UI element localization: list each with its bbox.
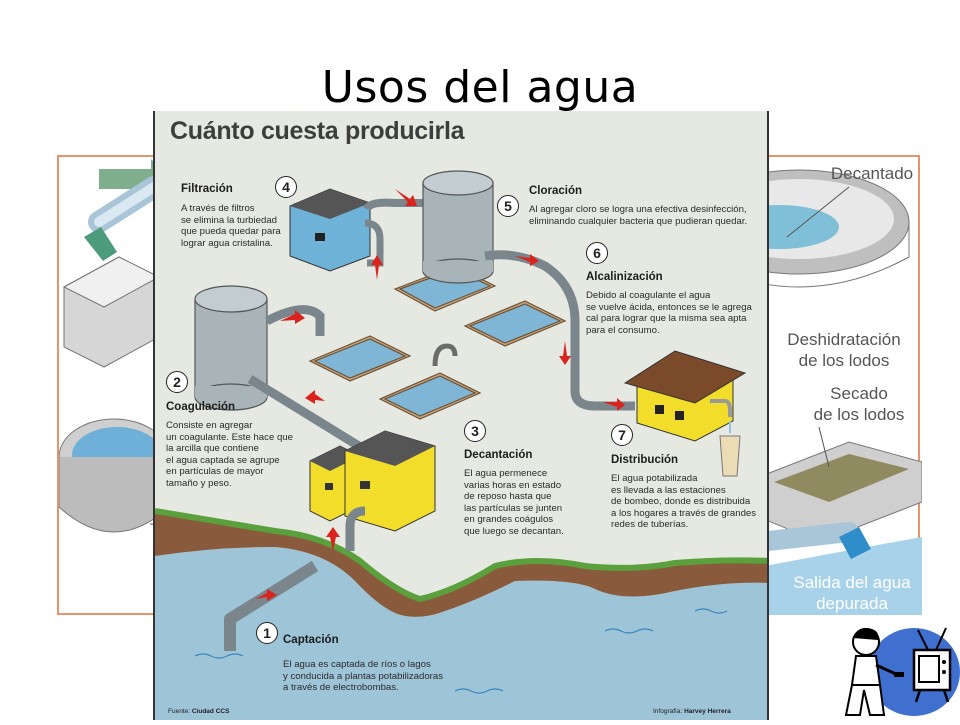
step-desc-cloracion: Al agregar cloro se logra una efectiva d…	[529, 204, 748, 227]
step-number-5: 5	[497, 195, 519, 217]
credit-author-value: Harvey Herrera	[684, 708, 731, 715]
step-title-coagulacion: Coagulación	[166, 401, 236, 413]
step-desc-alcalinizacion: Debido al coagulante el agua se vuelve á…	[586, 290, 752, 336]
credit-source: Fuente: Ciudad CCS	[168, 708, 229, 715]
step-number-4: 4	[275, 176, 297, 198]
label-secado: Secado de los lodos	[813, 384, 905, 424]
step-title-filtracion: Filtración	[181, 183, 233, 195]
step-desc-distribucion: El agua potabilizada es llevada a las es…	[611, 473, 757, 531]
step-number-6: 6	[586, 242, 608, 264]
step-title-cloracion: Cloración	[529, 185, 583, 197]
step-desc-decantacion: El agua permenece varias horas en estado…	[464, 468, 564, 537]
slide-title: Usos del agua	[321, 62, 639, 113]
label-deshidratacion: Deshidratación de los lodos	[787, 330, 901, 370]
infographic-illustration	[155, 170, 767, 720]
green-down-arrow-icon	[84, 227, 117, 261]
step-desc-coagulacion: Consiste en agregar un coagulante. Este …	[166, 420, 293, 489]
label-salida: Salida del agua depurada	[793, 573, 911, 613]
arrow-icon	[255, 189, 625, 601]
step-number-2: 2	[166, 371, 188, 393]
blue-outflow-arrow-icon	[839, 527, 871, 559]
step-title-distribucion: Distribución	[611, 454, 679, 466]
infographic: Cuánto cuesta producirla 1 Captación El …	[153, 111, 769, 720]
infographic-title: Cuánto cuesta producirla	[170, 117, 465, 145]
credit-author-label: Infografía:	[653, 708, 683, 715]
step-desc-captacion: El agua es captada de ríos o lagos y con…	[283, 659, 444, 694]
step-desc-filtracion: A través de filtros se elimina la turbie…	[181, 203, 281, 249]
step-number-7: 7	[611, 424, 633, 446]
step-title-captacion: Captación	[283, 634, 339, 646]
credit-source-value: Ciudad CCS	[191, 708, 230, 715]
step-number-1: 1	[256, 622, 278, 644]
cartoon-man-tv-icon	[836, 620, 960, 720]
step-title-alcalinizacion: Alcalinización	[586, 271, 663, 283]
step-number-3: 3	[464, 420, 486, 442]
label-decantado: Decantado	[830, 164, 914, 183]
credit-source-label: Fuente:	[168, 708, 191, 715]
step-title-decantacion: Decantación	[464, 449, 533, 461]
credit-author: Infografía: Harvey Herrera	[653, 708, 731, 715]
